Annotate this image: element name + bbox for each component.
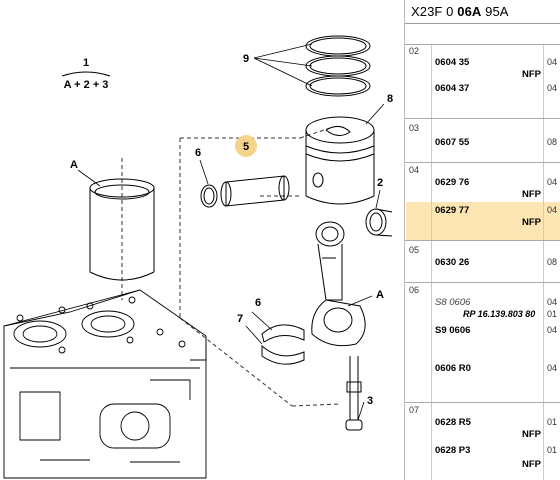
diagram-canvas: 1 A + 2 + 3 <box>3 35 393 479</box>
nfp-flag: NFP <box>522 429 541 440</box>
group-02: 02 0604 35 04 NFP 0604 37 04 <box>405 44 560 118</box>
callout-6b[interactable]: 7 <box>237 313 243 325</box>
part-ref[interactable]: 0607 55 <box>435 137 470 148</box>
callout-3[interactable]: 3 <box>367 395 373 407</box>
part-qty: 01 <box>547 445 558 455</box>
part-ref[interactable]: 0606 R0 <box>435 363 471 374</box>
replacement-ref[interactable]: RP 16.139.803 80 <box>463 309 536 319</box>
callout-4-highlight <box>235 135 257 157</box>
nfp-flag: NFP <box>522 459 541 470</box>
part-ref-superseded[interactable]: S8 0606 <box>435 297 471 308</box>
piston-pin <box>220 175 290 207</box>
part-ref[interactable]: 0628 R5 <box>435 417 471 428</box>
small-end-bush <box>365 208 393 237</box>
group-07: 07 0628 R5 01 NFP 0628 P3 01 NFP <box>405 402 560 480</box>
part-ref[interactable]: 0630 26 <box>435 257 470 268</box>
callout-5[interactable]: 6 <box>195 147 201 159</box>
engine-block <box>3 289 207 479</box>
header-suffix: 95A <box>485 4 509 19</box>
group-number: 04 <box>409 165 420 175</box>
formula-bracket <box>61 71 111 77</box>
group-number: 06 <box>409 285 420 295</box>
part-qty: 04 <box>547 325 558 335</box>
rod-bolt <box>345 356 363 431</box>
part-ref[interactable]: 0604 35 <box>435 57 470 68</box>
part-ref[interactable]: 0628 P3 <box>435 445 471 456</box>
piston <box>305 116 375 205</box>
group-06: 06 S8 0606 04 RP 16.139.803 80 01 S9 060… <box>405 282 560 402</box>
group-04: 04 0629 76 04 NFP 0629 77 04 NFP <box>405 162 560 240</box>
part-qty: 04 <box>547 177 558 187</box>
part-qty: 08 <box>547 257 558 267</box>
part-qty: 01 <box>547 309 558 319</box>
group-05: 05 0630 26 08 <box>405 240 560 282</box>
group-03: 03 0607 55 08 <box>405 118 560 162</box>
cylinder-liner <box>89 178 155 281</box>
group-number: 03 <box>409 123 420 133</box>
part-qty: 08 <box>547 137 558 147</box>
callout-6a[interactable]: 6 <box>255 297 261 309</box>
callout-9[interactable]: A <box>70 159 78 171</box>
part-qty: 04 <box>547 205 558 215</box>
part-qty: 04 <box>547 83 558 93</box>
callout-4[interactable]: 5 <box>243 141 249 153</box>
part-ref[interactable]: S9 0606 <box>435 325 471 336</box>
nfp-flag: NFP <box>522 189 541 200</box>
assembly-guide-lines <box>121 127 341 407</box>
exploded-parts-diagram: 1 A + 2 + 3 <box>3 35 393 479</box>
formula-number: 1 <box>83 57 89 69</box>
parts-list-panel: X23F 0 06A 95A 02 0604 35 04 NFP 0604 37… <box>404 0 560 480</box>
part-qty: 04 <box>547 57 558 67</box>
circlip <box>200 184 218 208</box>
big-end-bearings <box>261 324 305 365</box>
group-number: 05 <box>409 245 420 255</box>
callout-leaders <box>77 43 385 421</box>
callout-7[interactable]: 8 <box>387 93 393 105</box>
part-ref[interactable]: 0629 76 <box>435 177 470 188</box>
nfp-flag: NFP <box>522 69 541 80</box>
callout-8[interactable]: 9 <box>243 53 249 65</box>
piston-rings <box>305 35 371 97</box>
group-number: 07 <box>409 405 420 415</box>
part-qty: 04 <box>547 363 558 373</box>
group-number: 02 <box>409 46 420 56</box>
part-qty: 01 <box>547 417 558 427</box>
formula-text: A + 2 + 3 <box>64 79 109 91</box>
panel-header: X23F 0 06A 95A <box>405 0 560 24</box>
part-ref[interactable]: 0604 37 <box>435 83 470 94</box>
header-bold: 06A <box>457 4 482 19</box>
callout-A[interactable]: A <box>376 289 384 301</box>
part-ref-selected[interactable]: 0629 77 <box>435 205 470 216</box>
connecting-rod <box>311 221 366 347</box>
header-prefix: X23F 0 <box>411 4 454 19</box>
part-qty: 04 <box>547 297 558 307</box>
callout-2[interactable]: 2 <box>377 177 383 189</box>
nfp-flag: NFP <box>522 217 541 228</box>
